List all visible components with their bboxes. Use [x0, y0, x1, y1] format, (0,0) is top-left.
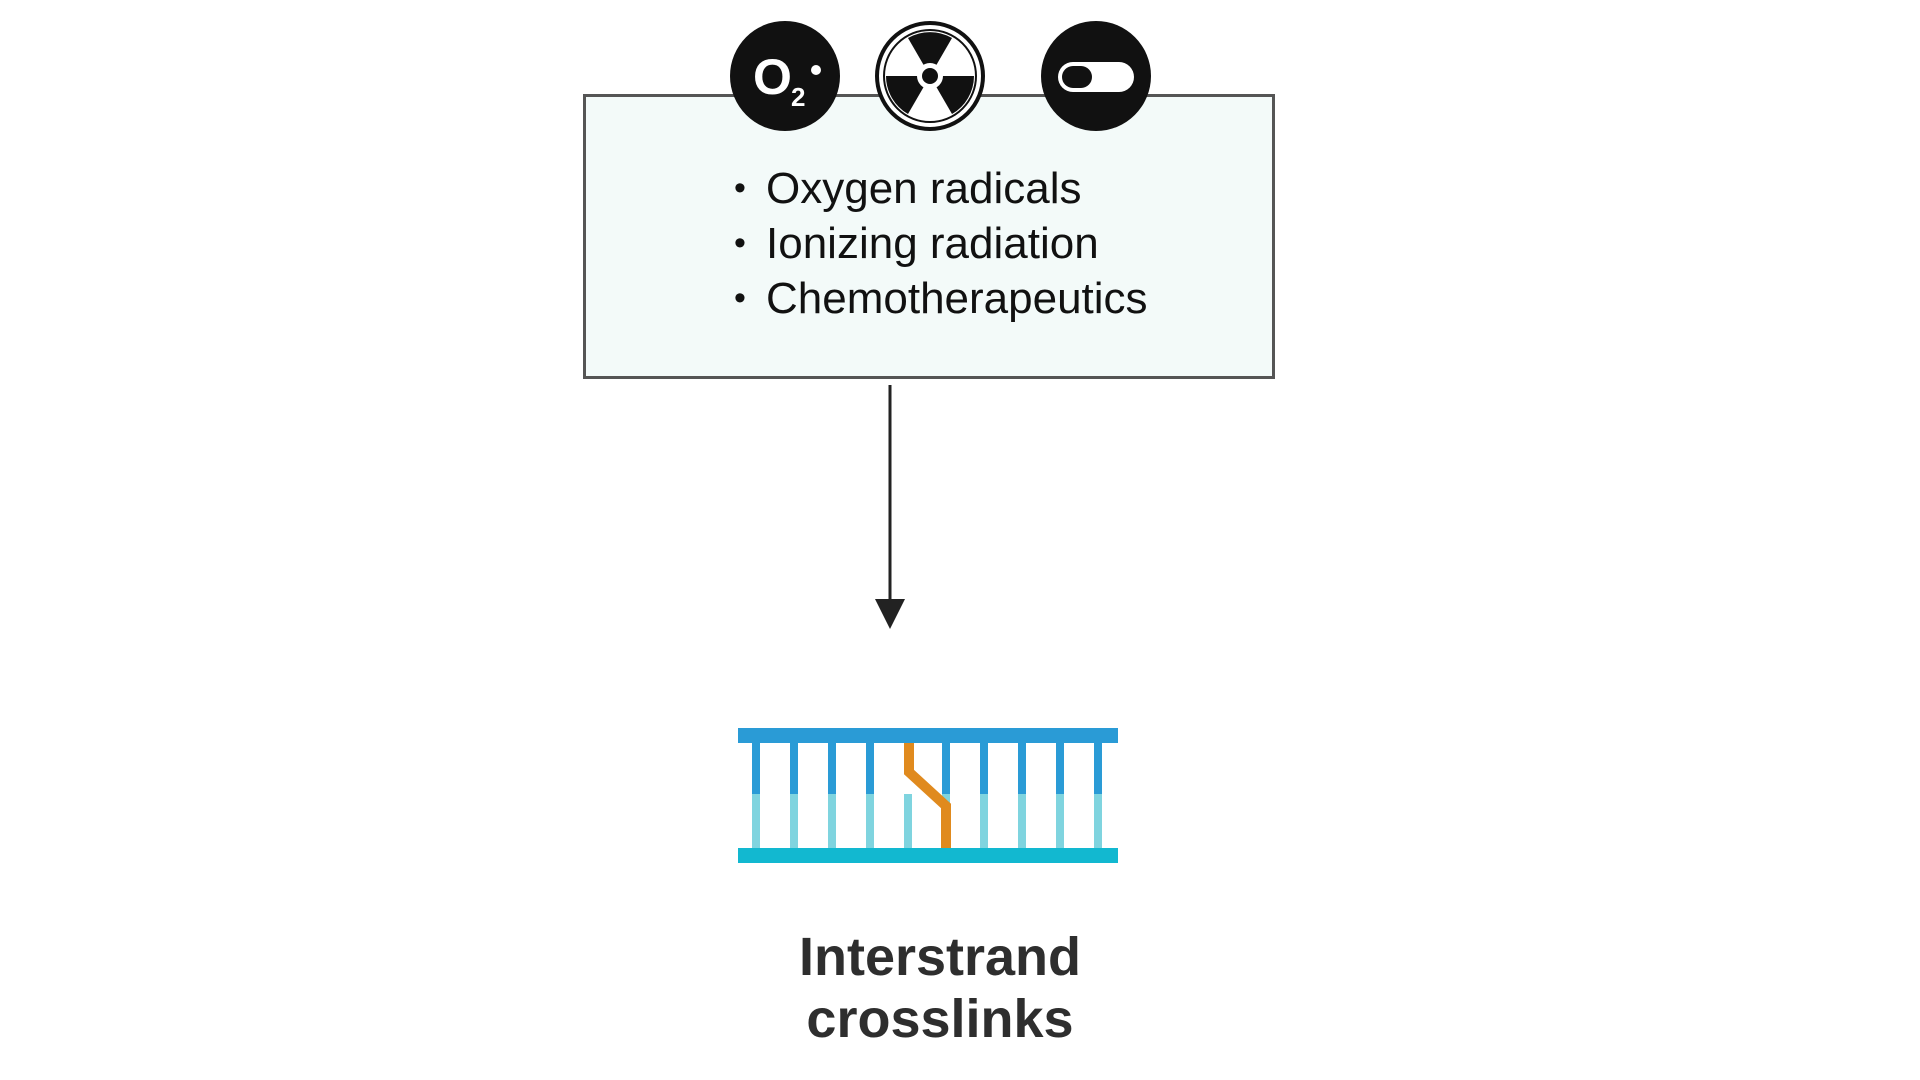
- dna-rung-lower: [1056, 794, 1064, 850]
- dna-rung-upper: [752, 740, 760, 796]
- dna-base-pair-rungs: [752, 740, 1102, 850]
- dna-rung-lower: [1018, 794, 1026, 850]
- radical-dot: [811, 65, 821, 75]
- list-item-oxygen-radicals: Oxygen radicals: [734, 161, 1148, 216]
- downward-arrow: [875, 385, 905, 629]
- result-caption: Interstrand crosslinks: [700, 926, 1180, 1050]
- damage-sources-box: Oxygen radicals Ionizing radiation Chemo…: [583, 94, 1275, 379]
- oxygen-radical-icon: O 2: [730, 21, 840, 131]
- dna-rung-lower: [1094, 794, 1102, 850]
- list-item-ionizing-radiation: Ionizing radiation: [734, 216, 1148, 271]
- capsule-pill-icon: [1041, 21, 1151, 131]
- radiation-trefoil-icon: [875, 21, 985, 131]
- oxygen-subscript-text: 2: [791, 82, 805, 112]
- dna-rung-upper: [942, 740, 950, 796]
- dna-rung-upper: [790, 740, 798, 796]
- crosslink-bond: [904, 743, 951, 848]
- dna-rung-upper: [866, 740, 874, 796]
- dna-rung-lower: [790, 794, 798, 850]
- dna-rung-lower: [866, 794, 874, 850]
- caption-line-2: crosslinks: [806, 989, 1074, 1049]
- damage-sources-list: Oxygen radicals Ionizing radiation Chemo…: [734, 161, 1148, 326]
- dna-rung-upper: [1056, 740, 1064, 796]
- dna-interstrand-crosslink-illustration: [738, 728, 1118, 863]
- dna-rung-lower: [904, 794, 912, 850]
- caption-line-1: Interstrand: [798, 927, 1082, 987]
- dna-bottom-strand: [738, 848, 1118, 863]
- dna-rung-upper: [1018, 740, 1026, 796]
- dna-rung-upper: [980, 740, 988, 796]
- dna-rung-lower: [980, 794, 988, 850]
- dna-rung-lower: [752, 794, 760, 850]
- oxygen-symbol-text: O: [753, 49, 792, 105]
- dna-rung-lower: [828, 794, 836, 850]
- dna-top-strand: [738, 728, 1118, 743]
- list-item-chemotherapeutics: Chemotherapeutics: [734, 271, 1148, 326]
- dna-rung-upper: [1094, 740, 1102, 796]
- dna-rung-upper: [828, 740, 836, 796]
